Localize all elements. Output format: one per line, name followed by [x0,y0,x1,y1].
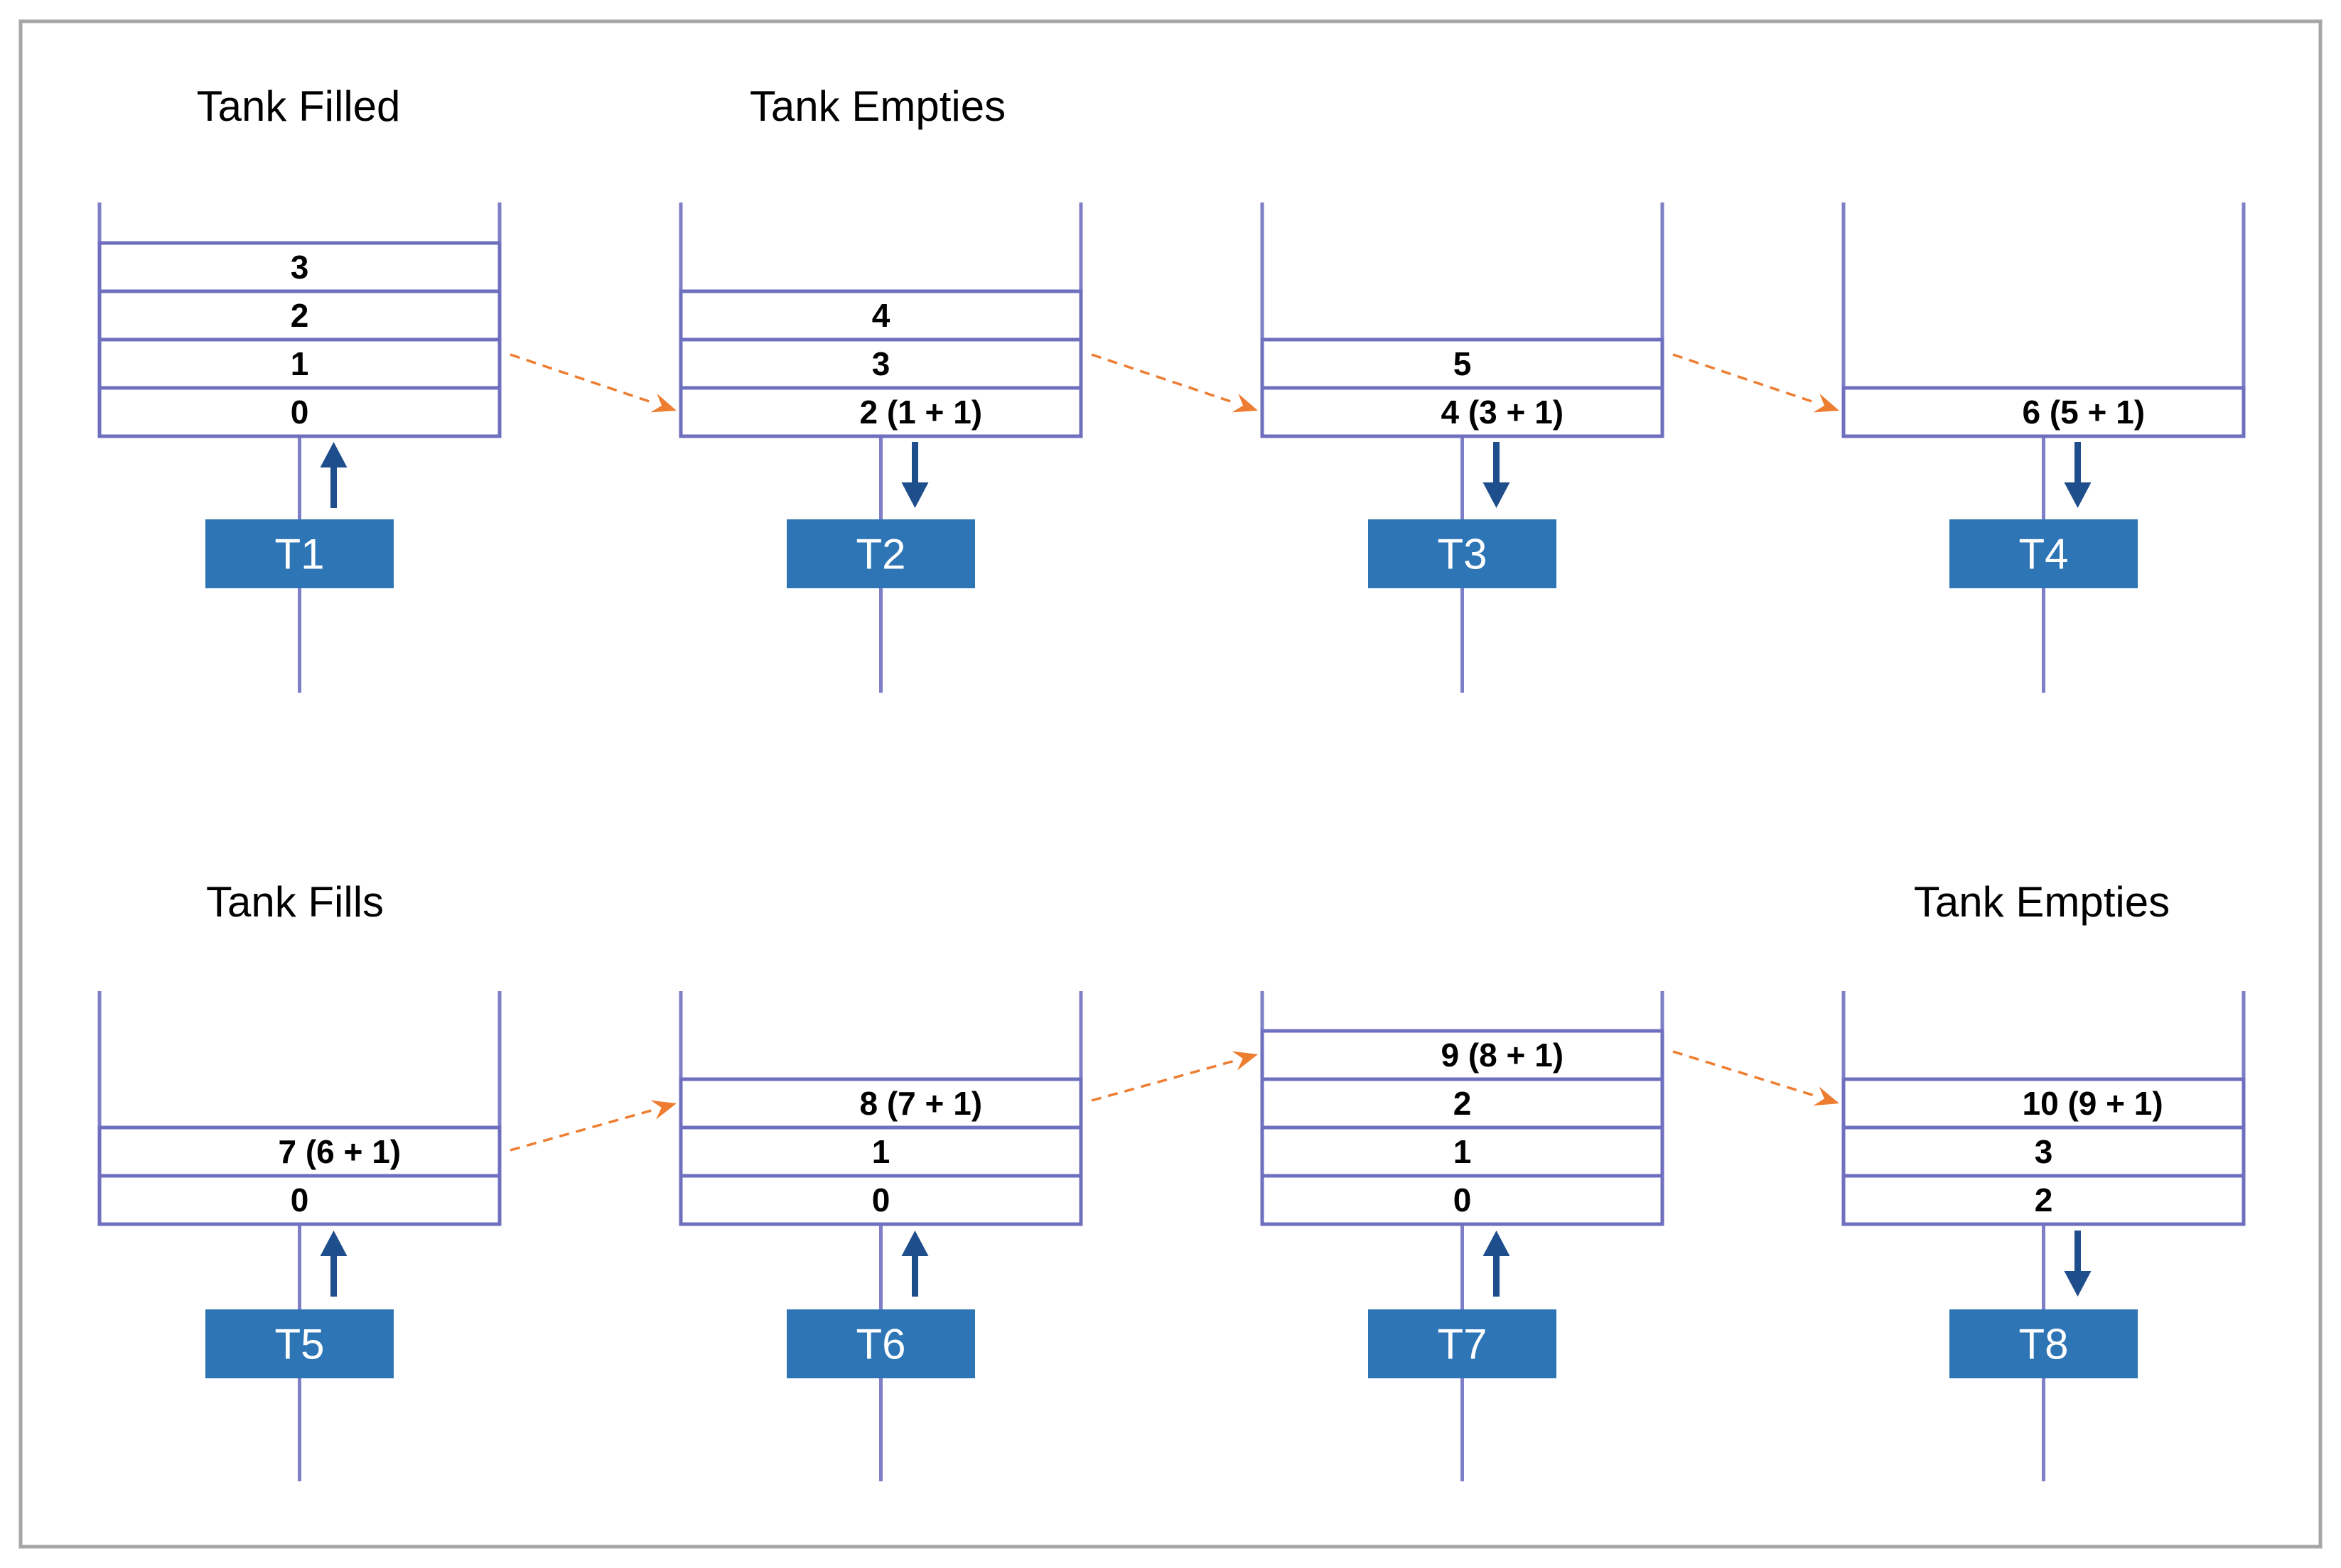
slot-value: 4 (3 + 1) [1441,394,1564,431]
slot-value: 0 [291,1182,309,1218]
tank-t2: 4 3 2 (1 + 1) T2 [679,202,1083,693]
tank-t4: 6 (5 + 1) T4 [1841,202,2246,693]
tank-label: T7 [1437,1321,1487,1368]
tank-label-box [205,1309,394,1378]
tank-label: T6 [856,1321,905,1368]
arrow-down-icon [901,442,929,508]
tank-slot [97,1125,502,1178]
transition-arrow [1672,1050,1839,1106]
heading-tank-fills: Tank Fills [206,878,384,926]
tank-slot [97,1174,502,1226]
slot-value: 1 [291,345,309,382]
slot-value: 3 [291,249,309,286]
slot-value: 1 [1453,1133,1472,1170]
tank-slot [97,386,502,438]
slot-value: 3 [2035,1133,2053,1170]
arrow-up-icon [320,442,348,508]
tank-label: T8 [2018,1321,2068,1368]
transition-arrow [1672,353,1839,413]
arrowhead-icon [1813,1086,1839,1106]
slot-value: 6 (5 + 1) [2023,394,2146,431]
tank-slot [1260,386,1664,438]
arrowhead-icon [650,1100,677,1120]
tank-slot [679,386,1083,438]
slot-value: 2 [291,297,309,334]
tank-label-box [205,519,394,588]
tank-label: T5 [274,1321,324,1368]
tank-label: T4 [2018,531,2068,578]
tank-label: T1 [274,531,324,578]
slot-value: 9 (8 + 1) [1441,1037,1564,1074]
tank-label-box [1368,1309,1556,1378]
tank-slot [1841,1125,2246,1178]
tank-label-box [1368,519,1556,588]
arrowhead-icon [1232,393,1258,413]
tank-label: T2 [856,531,905,578]
slot-value: 0 [1453,1182,1472,1218]
arrow-up-icon [901,1231,929,1297]
tank-slot [679,289,1083,342]
tank-slot [1260,1174,1664,1226]
tank-slot [97,289,502,342]
transition-arrow [1091,353,1258,413]
tank-label-box [1949,519,2138,588]
tank-slot [1841,1174,2246,1226]
tank-slot [679,1174,1083,1226]
slot-value: 7 (6 + 1) [279,1133,402,1170]
arrowhead-icon [1813,393,1839,413]
slot-value: 4 [872,297,890,334]
arrowhead-icon [650,393,677,413]
tank-t1: 3 2 1 0T1 [97,202,502,693]
tank-t3: 5 4 (3 + 1) T3 [1260,202,1664,693]
tank-label-box [787,1309,975,1378]
slot-value: 0 [291,394,309,431]
tank-slot [1260,1077,1664,1130]
arrow-up-icon [1482,1231,1510,1297]
arrow-up-icon [320,1231,348,1297]
tank-label-box [787,519,975,588]
slot-value: 10 (9 + 1) [2023,1085,2163,1122]
tank-slot [97,241,502,293]
slot-value: 2 [1453,1085,1472,1122]
tank-t6: 8 (7 + 1) 1 0T6 [679,991,1083,1481]
transition-arrow [510,1100,677,1152]
tank-t8: 10 (9 + 1) 3 2T8 [1841,991,2246,1481]
tank-slot [1841,386,2246,438]
slot-value: 3 [872,345,890,382]
arrow-down-icon [1482,442,1510,508]
arrowhead-icon [1232,1051,1258,1071]
slot-value: 1 [872,1133,890,1170]
heading-tank-empties-bottom: Tank Empties [1914,878,2170,926]
slot-value: 2 [2035,1182,2053,1218]
slot-value: 2 (1 + 1) [860,394,983,431]
tank-t7: 9 (8 + 1) 2 1 0T7 [1260,991,1664,1481]
tank-label: T3 [1437,531,1487,578]
heading-tank-empties-top: Tank Empties [750,82,1006,130]
tank-t5: 7 (6 + 1) 0T5 [97,991,502,1481]
tank-slot [679,1125,1083,1178]
tank-slot [1260,337,1664,390]
slot-value: 0 [872,1182,890,1218]
tank-label-box [1949,1309,2138,1378]
heading-tank-filled: Tank Filled [197,82,401,130]
transition-arrow [1091,1051,1258,1102]
tank-slot [679,337,1083,390]
arrow-down-icon [2064,442,2092,508]
transition-arrow [510,353,677,413]
tank-slot [1841,1077,2246,1130]
slot-value: 5 [1453,345,1472,382]
arrow-down-icon [2064,1231,2092,1297]
slot-value: 8 (7 + 1) [860,1085,983,1122]
